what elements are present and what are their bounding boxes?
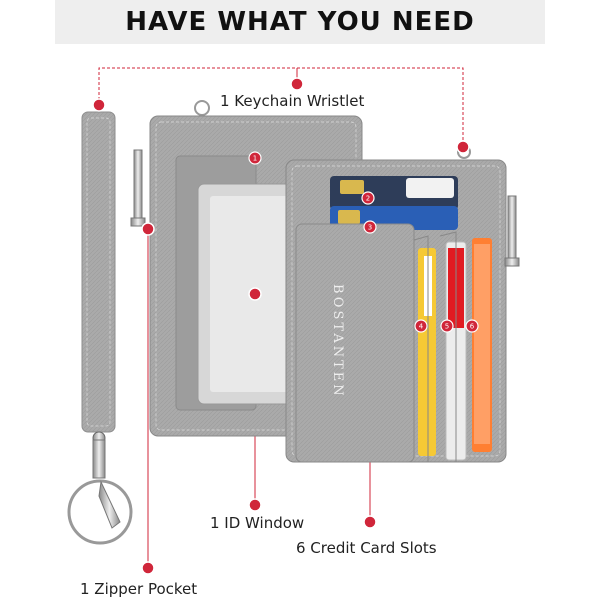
dot-id-label <box>248 498 262 512</box>
slot-number-1: 1 <box>253 155 257 163</box>
slot-number-3: 3 <box>368 224 372 232</box>
dot-id-window <box>248 287 262 301</box>
slot-number-4: 4 <box>419 323 424 331</box>
dot-keychain <box>290 77 304 91</box>
slot-marker-5 <box>440 319 454 333</box>
slot-marker-2 <box>361 191 375 205</box>
marker-dots <box>92 77 470 575</box>
front-card-holder: BOSTANTEN <box>285 145 520 463</box>
slot-number-5: 5 <box>445 323 449 331</box>
slot-marker-1 <box>248 151 262 165</box>
dot-slots-label <box>363 515 377 529</box>
dot-wristlet <box>92 98 106 112</box>
brand-name: BOSTANTEN <box>330 284 345 399</box>
dot-zipper-bottom <box>141 561 155 575</box>
keychain-label: 1 Keychain Wristlet <box>220 92 365 110</box>
slot-marker-6 <box>465 319 479 333</box>
slot-number-6: 6 <box>470 323 475 331</box>
id-window-label: 1 ID Window <box>210 514 305 532</box>
zipper-pocket-label: 1 Zipper Pocket <box>80 580 198 598</box>
numbered-markers: 1 2 3 4 5 6 <box>248 151 479 333</box>
credit-slots-label: 6 Credit Card Slots <box>296 539 437 557</box>
keychain-wristlet <box>67 111 133 545</box>
dot-zipper-top <box>141 222 155 236</box>
slot-marker-3 <box>363 220 377 234</box>
slot-marker-4 <box>414 319 428 333</box>
page-title: HAVE WHAT YOU NEED <box>125 7 475 37</box>
title-banner: HAVE WHAT YOU NEED <box>55 0 545 44</box>
slot-number-2: 2 <box>366 195 370 203</box>
dot-keyring-front <box>456 140 470 154</box>
